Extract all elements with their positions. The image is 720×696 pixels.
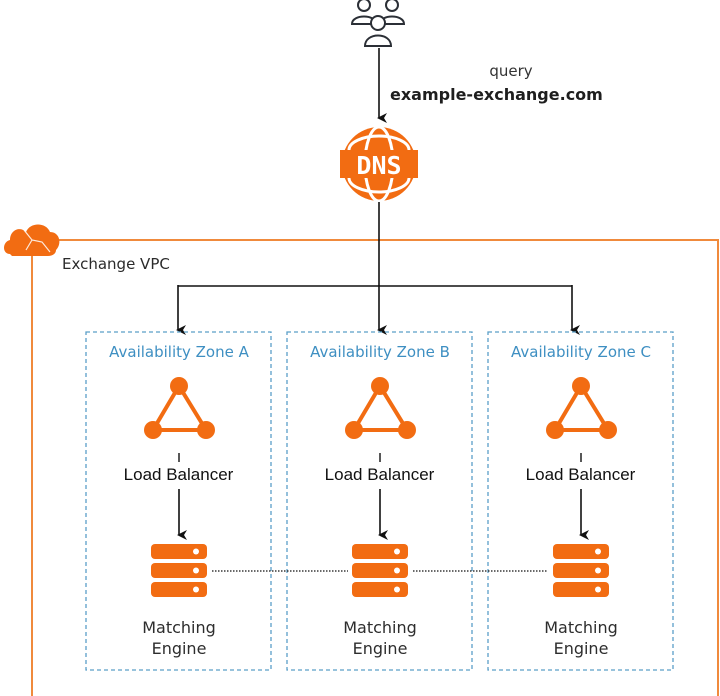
dns-icon: DNS	[340, 125, 418, 203]
load-balancer-icon	[144, 377, 215, 439]
dns-text: DNS	[356, 151, 401, 180]
matching-engine-label-line2: Engine	[352, 639, 408, 658]
zone-c	[487, 331, 674, 671]
zone-a-boundary	[85, 331, 272, 671]
matching-engine-label-line2: Engine	[553, 639, 609, 658]
domain-label: example-exchange.com	[390, 85, 603, 104]
load-balancer-icon	[546, 377, 617, 439]
load-balancer-icon	[345, 377, 416, 439]
load-balancer-label: Load Balancer	[87, 465, 270, 485]
server-icon	[553, 544, 609, 597]
users-icon	[350, 0, 406, 47]
matching-engine-label-line1: Matching	[343, 618, 417, 637]
cloud-icon	[4, 224, 60, 256]
zone-b-title: Availability Zone B	[310, 343, 450, 361]
server-icon	[151, 544, 207, 597]
vpc-label: Exchange VPC	[62, 255, 170, 273]
load-balancer-label: Load Balancer	[288, 465, 471, 485]
matching-engine-label-line2: Engine	[151, 639, 207, 658]
matching-engine-label-line1: Matching	[142, 618, 216, 637]
query-label: query	[489, 62, 533, 80]
matching-engine-label-line1: Matching	[544, 618, 618, 637]
zone-c-title: Availability Zone C	[511, 343, 651, 361]
zone-b-boundary	[286, 331, 473, 671]
server-icon	[352, 544, 408, 597]
zone-a-title: Availability Zone A	[109, 343, 249, 361]
zone-c-boundary	[487, 331, 674, 671]
vpc-boundary	[31, 239, 719, 696]
zone-b	[286, 331, 473, 671]
zone-a	[85, 331, 272, 671]
load-balancer-label: Load Balancer	[489, 465, 672, 485]
